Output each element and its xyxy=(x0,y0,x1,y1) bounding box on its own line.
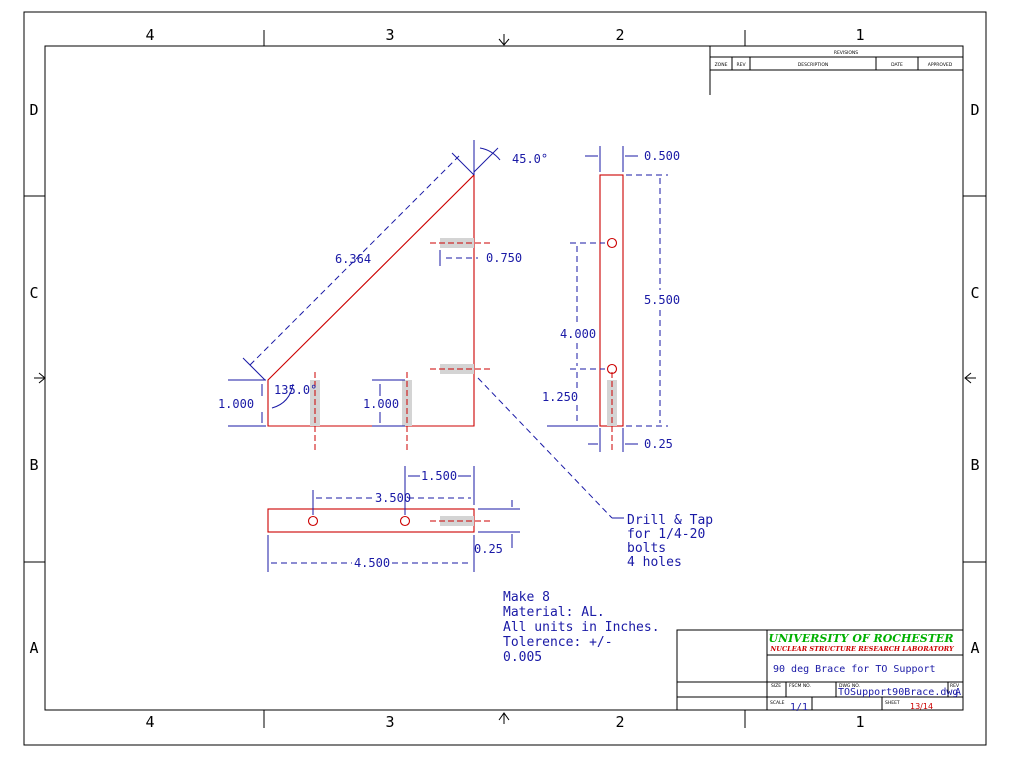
zone-col-3-top: 3 xyxy=(385,26,394,44)
zone-row-b-right: B xyxy=(970,456,979,474)
rev-header-date: DATE xyxy=(891,62,903,68)
scale-label: SCALE xyxy=(770,700,785,706)
zone-row-a-right: A xyxy=(970,639,979,657)
zone-col-1-bottom: 1 xyxy=(855,713,864,731)
dim-hole-from-end: 1.500 xyxy=(421,469,457,483)
zone-row-d-left: D xyxy=(29,101,38,119)
zone-col-3-bottom: 3 xyxy=(385,713,394,731)
bottom-view: 1.500 3.500 4.500 0.25 xyxy=(267,466,520,572)
revisions-title: REVISIONS xyxy=(834,50,858,56)
rev-letter: A xyxy=(955,687,961,698)
bottom-hole-right xyxy=(399,515,411,527)
dwg-number: TOSupport90Brace.dwg xyxy=(838,687,958,698)
side-view: 0.500 5.500 4.000 1.250 0.25 xyxy=(542,146,680,452)
zone-col-4-bottom: 4 xyxy=(145,713,154,731)
zone-row-b-left: B xyxy=(29,456,38,474)
zone-col-4-top: 4 xyxy=(145,26,154,44)
front-view: 6.364 45.0° 135.0° 1.000 1.000 0.750 xyxy=(218,140,548,450)
drill-note-line-1: Drill & Tap xyxy=(627,513,713,528)
rev-label: REV xyxy=(950,683,960,689)
drill-leader xyxy=(477,377,613,519)
zone-row-a-left: A xyxy=(29,639,38,657)
dim-thickness-bottom: 0.25 xyxy=(474,542,503,556)
bottom-hole-left xyxy=(307,515,319,527)
dwg-no-label: DWG NO. xyxy=(839,683,860,689)
note-units: All units in Inches. xyxy=(503,620,660,635)
zone-row-d-right: D xyxy=(970,101,979,119)
outer-border xyxy=(23,11,987,746)
drawing-title: 90 deg Brace for TO Support xyxy=(773,664,936,675)
rev-header-description: DESCRIPTION xyxy=(798,62,828,68)
dim-hole-offset: 0.750 xyxy=(486,251,522,265)
dim-inner-angle: 135.0° xyxy=(274,383,317,397)
drill-note-line-2: for 1/4-20 xyxy=(627,527,705,542)
revisions-table: REVISIONS ZONE REV DESCRIPTION DATE APPR… xyxy=(709,45,964,95)
lab-name: NUCLEAR STRUCTURE RESEARCH LABORATORY xyxy=(769,645,955,653)
dim-chamfer-angle: 45.0° xyxy=(512,152,548,166)
dim-edge-width: 0.500 xyxy=(644,149,680,163)
drill-note-line-4: 4 holes xyxy=(627,555,682,570)
note-material: Material: AL. xyxy=(503,605,605,620)
dim-mid-height: 1.000 xyxy=(363,397,399,411)
note-tolerance-value: 0.005 xyxy=(503,650,542,665)
university-name: UNIVERSITY OF ROCHESTER xyxy=(769,632,954,645)
dim-side-length: 6.364 xyxy=(335,252,371,266)
dim-hole-spacing: 4.000 xyxy=(560,327,596,341)
zone-col-2-bottom: 2 xyxy=(615,713,624,731)
scale-value: 1/1 xyxy=(790,702,808,713)
rev-header-zone: ZONE xyxy=(715,62,728,68)
rev-header-rev: REV xyxy=(736,62,746,68)
zone-row-c-right: C xyxy=(970,284,979,302)
sheet-label: SHEET xyxy=(885,700,900,706)
rev-header-approved: APPROVED xyxy=(928,62,953,68)
brace-outline xyxy=(267,173,475,427)
zone-row-c-left: C xyxy=(29,284,38,302)
size-label: SIZE xyxy=(771,683,781,689)
sheet-number: 13/14 xyxy=(910,702,933,711)
dim-overall-length: 4.500 xyxy=(354,556,390,570)
side-hole-upper xyxy=(606,237,618,249)
fscm-label: FSCM NO. xyxy=(789,683,811,689)
note-tolerance: Tolerence: +/- xyxy=(503,635,613,650)
dim-hole-low: 1.250 xyxy=(542,390,578,404)
dim-thickness-side: 0.25 xyxy=(644,437,673,451)
dim-left-height: 1.000 xyxy=(218,397,254,411)
zone-col-1-top: 1 xyxy=(855,26,864,44)
title-block: UNIVERSITY OF ROCHESTER NUCLEAR STRUCTUR… xyxy=(676,629,964,713)
dim-total-height: 5.500 xyxy=(644,293,680,307)
zone-ticks xyxy=(24,30,986,728)
dim-hole-span: 3.500 xyxy=(375,491,411,505)
drill-note-line-3: bolts xyxy=(627,541,666,556)
zone-col-2-top: 2 xyxy=(615,26,624,44)
note-quantity: Make 8 xyxy=(503,590,550,605)
